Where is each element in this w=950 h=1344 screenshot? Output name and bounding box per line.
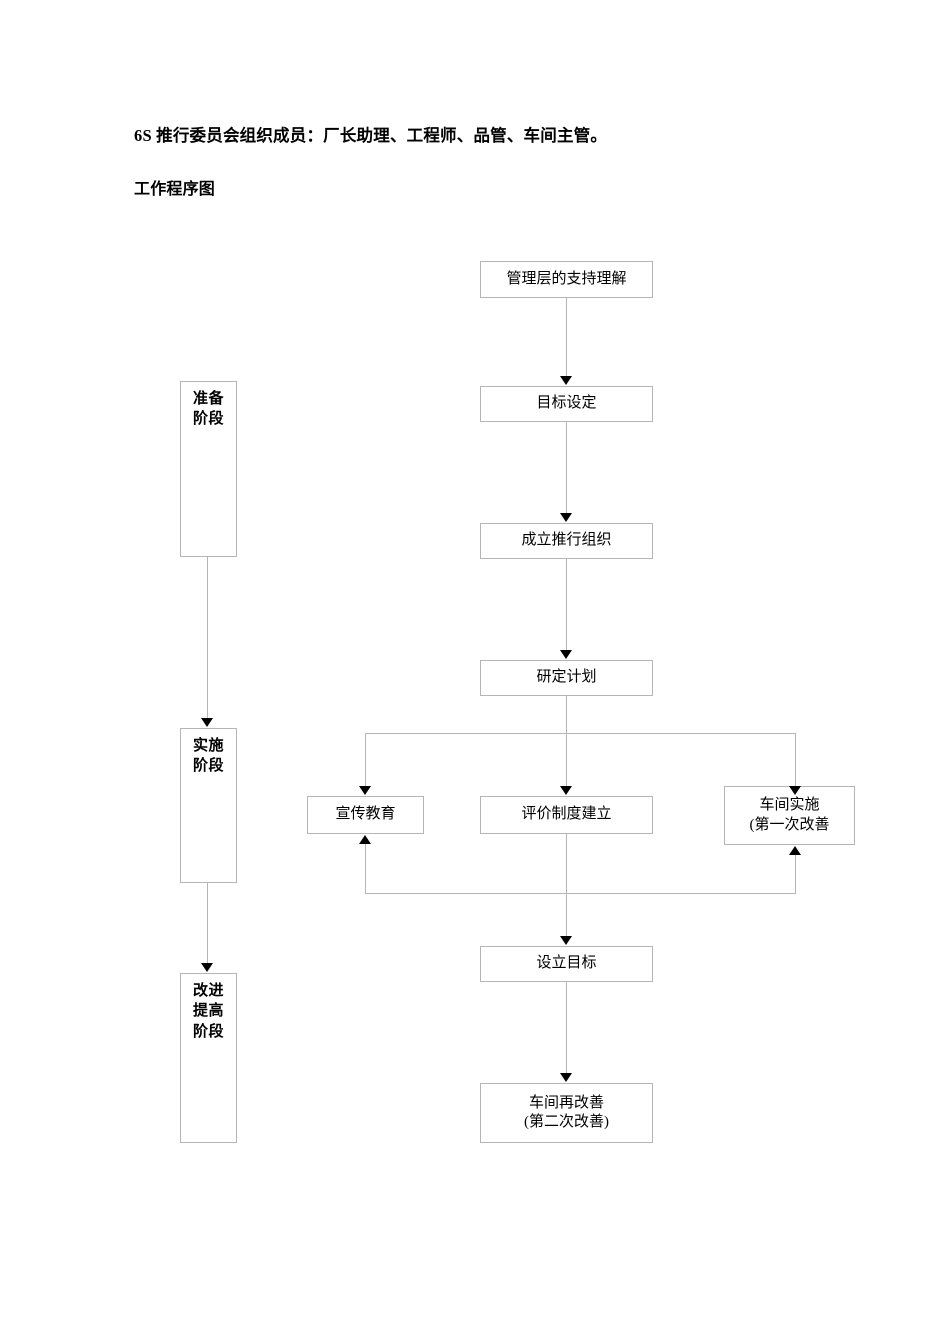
- connector-merge-bar: [365, 893, 795, 894]
- page-title: 6S 推行委员会组织成员：厂长助理、工程师、品管、车间主管。: [134, 126, 608, 145]
- phase-label-implementation: 实施 阶段: [192, 738, 224, 775]
- flow-node-set-target[interactable]: 设立目标: [480, 946, 653, 982]
- arrowhead-n7: [789, 786, 801, 795]
- flow-node-management-support[interactable]: 管理层的支持理解: [480, 261, 653, 298]
- connector-merge-right-riser: [795, 855, 796, 894]
- phase-label-preparation: 准备 阶段: [192, 391, 224, 428]
- arrowhead-n5: [359, 786, 371, 795]
- flow-node-goal-setting[interactable]: 目标设定: [480, 386, 653, 422]
- flow-node-label: 车间再改善 (第二次改善): [524, 1094, 609, 1130]
- arrowhead-n9: [560, 1073, 572, 1082]
- flow-node-workshop-reimprovement[interactable]: 车间再改善 (第二次改善): [480, 1083, 653, 1143]
- arrowhead-n3: [560, 513, 572, 522]
- connector-n1-n2: [566, 298, 567, 376]
- connector-phase-prepare-to-implement: [207, 557, 208, 718]
- flow-node-establish-org[interactable]: 成立推行组织: [480, 523, 653, 559]
- connector-fanout-right-drop: [795, 733, 796, 786]
- phase-box-implementation[interactable]: 实施 阶段: [180, 728, 237, 883]
- flow-node-label: 研定计划: [536, 669, 597, 686]
- phase-box-preparation[interactable]: 准备 阶段: [180, 381, 237, 557]
- connector-n4-split-stem: [566, 696, 567, 786]
- connector-n2-n3: [566, 422, 567, 513]
- flow-node-workshop-implementation[interactable]: 车间实施 (第一次改善: [724, 786, 855, 845]
- flow-node-label: 车间实施 (第一次改善: [749, 797, 830, 833]
- arrowhead-n4: [560, 650, 572, 659]
- arrowhead-phase-improve: [201, 963, 213, 972]
- connector-n3-n4: [566, 559, 567, 650]
- connector-fanout-bar: [365, 733, 795, 734]
- flow-node-promotion-education[interactable]: 宣传教育: [307, 796, 424, 834]
- section-subtitle: 工作程序图: [134, 181, 216, 198]
- flow-node-plan-formulation[interactable]: 研定计划: [480, 660, 653, 696]
- arrowhead-n8: [560, 936, 572, 945]
- flow-node-evaluation-system[interactable]: 评价制度建立: [480, 796, 653, 834]
- flow-node-label: 评价制度建立: [521, 806, 612, 823]
- arrowhead-n6: [560, 786, 572, 795]
- arrowhead-merge-into-n7: [789, 846, 801, 855]
- arrowhead-merge-into-n5: [359, 835, 371, 844]
- connector-merge-center-stem: [566, 834, 567, 943]
- connector-n8-n9: [566, 982, 567, 1073]
- flow-node-label: 宣传教育: [335, 806, 396, 823]
- phase-box-improvement[interactable]: 改进 提高 阶段: [180, 973, 237, 1143]
- flow-node-label: 成立推行组织: [521, 532, 612, 549]
- phase-label-improvement: 改进 提高 阶段: [192, 983, 224, 1040]
- flow-node-label: 目标设定: [536, 395, 597, 412]
- arrowhead-phase-implement: [201, 718, 213, 727]
- flow-node-label: 设立目标: [536, 955, 597, 972]
- connector-fanout-left-drop: [365, 733, 366, 786]
- arrowhead-n2: [560, 376, 572, 385]
- connector-merge-left-riser: [365, 844, 366, 894]
- flow-node-label: 管理层的支持理解: [506, 270, 627, 287]
- connector-phase-implement-to-improve: [207, 883, 208, 963]
